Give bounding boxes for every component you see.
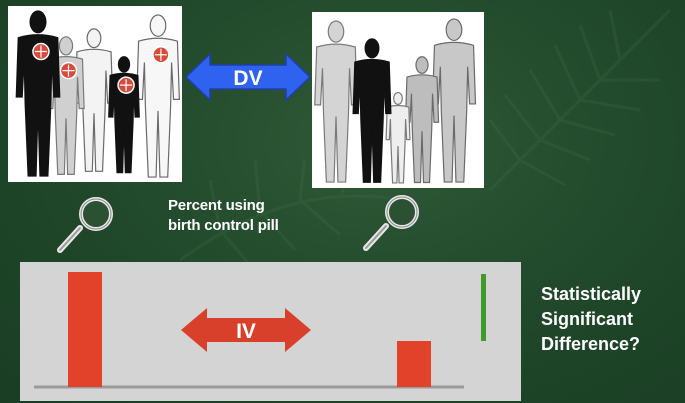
person-silhouette [405,57,438,183]
bar-2 [397,341,431,387]
significance-indicator-bar [481,274,486,341]
dv-double-arrow-icon: DV [186,52,310,102]
magnifier-icon [362,194,424,252]
person-silhouette [353,39,391,182]
iv-label: IV [236,320,256,343]
percent-label-line1: Percent using [168,196,279,216]
iv-double-arrow-icon: IV [181,306,311,354]
dv-label: DV [233,67,262,90]
stat-label-line3: Difference? [541,332,641,357]
person-silhouette [433,19,476,182]
person-silhouette [109,57,140,173]
people-group-image-left [8,6,182,182]
statistical-significance-question: Statistically Significant Difference? [541,282,641,357]
percent-label-line2: birth control pill [168,216,279,236]
people-group-image-right [312,12,484,188]
stat-label-line1: Statistically [541,282,641,307]
palm-leaf-decoration [480,0,680,200]
person-silhouette [16,11,59,176]
percent-using-label: Percent using birth control pill [168,196,279,236]
person-silhouette [137,15,180,177]
magnifier-icon [56,196,118,254]
bar-1 [68,272,102,387]
person-silhouette [315,21,357,182]
stat-label-line2: Significant [541,307,641,332]
